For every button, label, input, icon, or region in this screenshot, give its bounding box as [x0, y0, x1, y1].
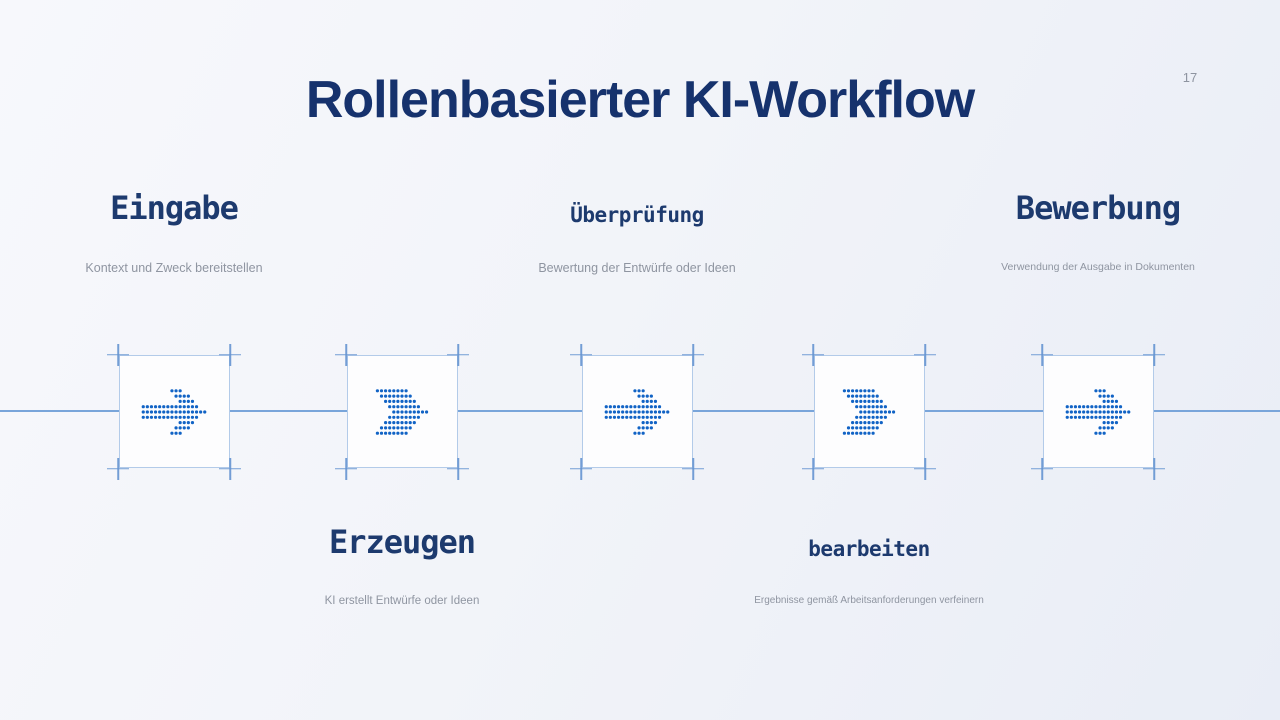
icon-tile [346, 355, 458, 468]
corner-cross-icon [1143, 458, 1165, 480]
page-title: Rollenbasierter KI-Workflow [305, 71, 975, 129]
corner-cross-icon [682, 344, 704, 366]
corner-cross-icon [914, 458, 936, 480]
icon-tile [813, 355, 925, 468]
page-number: 17 [1182, 70, 1198, 85]
corner-cross-icon [1143, 344, 1165, 366]
step-label-bearbeiten: bearbeiten Ergebnisse gemäß Arbeitsanfor… [719, 521, 1019, 607]
dotted-chevron-right-icon [375, 388, 429, 436]
step-title: Eingabe [110, 189, 239, 228]
step-label-eingabe: Eingabe Kontext und Zweck bereitstellen [24, 185, 324, 275]
step-description: Verwendung der Ausgabe in Dokumenten [1001, 261, 1195, 273]
icon-tile [118, 355, 230, 468]
step-description: Bewertung der Entwürfe oder Ideen [538, 261, 736, 275]
step-label-ueberpruefung: Überprüfung Bewertung der Entwürfe oder … [487, 185, 787, 275]
step-label-bewerbung: Bewerbung Verwendung der Ausgabe in Doku… [948, 185, 1248, 273]
corner-cross-icon [802, 458, 824, 480]
dotted-chevron-right-icon [842, 388, 896, 436]
corner-cross-icon [1031, 344, 1053, 366]
icon-tile [1042, 355, 1154, 468]
corner-cross-icon [682, 458, 704, 480]
corner-cross-icon [1031, 458, 1053, 480]
corner-cross-icon [570, 344, 592, 366]
corner-cross-icon [219, 458, 241, 480]
step-description: Kontext und Zweck bereitstellen [85, 261, 263, 275]
step-description: Ergebnisse gemäß Arbeitsanforderungen ve… [754, 595, 984, 606]
corner-cross-icon [219, 344, 241, 366]
icon-tile [581, 355, 693, 468]
step-title: Bewerbung [1015, 189, 1181, 228]
corner-cross-icon [335, 458, 357, 480]
corner-cross-icon [335, 344, 357, 366]
step-title: bearbeiten [808, 536, 930, 561]
corner-cross-icon [914, 344, 936, 366]
corner-cross-icon [802, 344, 824, 366]
step-title: Erzeugen [328, 523, 476, 562]
step-title: Überprüfung [570, 202, 704, 227]
step-description: KI erstellt Entwürfe oder Ideen [324, 595, 480, 607]
corner-cross-icon [570, 458, 592, 480]
corner-cross-icon [107, 344, 129, 366]
corner-cross-icon [447, 458, 469, 480]
dotted-arrow-right-icon [1065, 388, 1131, 436]
corner-cross-icon [447, 344, 469, 366]
corner-cross-icon [107, 458, 129, 480]
dotted-arrow-right-icon [141, 388, 207, 436]
step-label-erzeugen: Erzeugen KI erstellt Entwürfe oder Ideen [252, 521, 552, 608]
dotted-arrow-right-icon [604, 388, 670, 436]
